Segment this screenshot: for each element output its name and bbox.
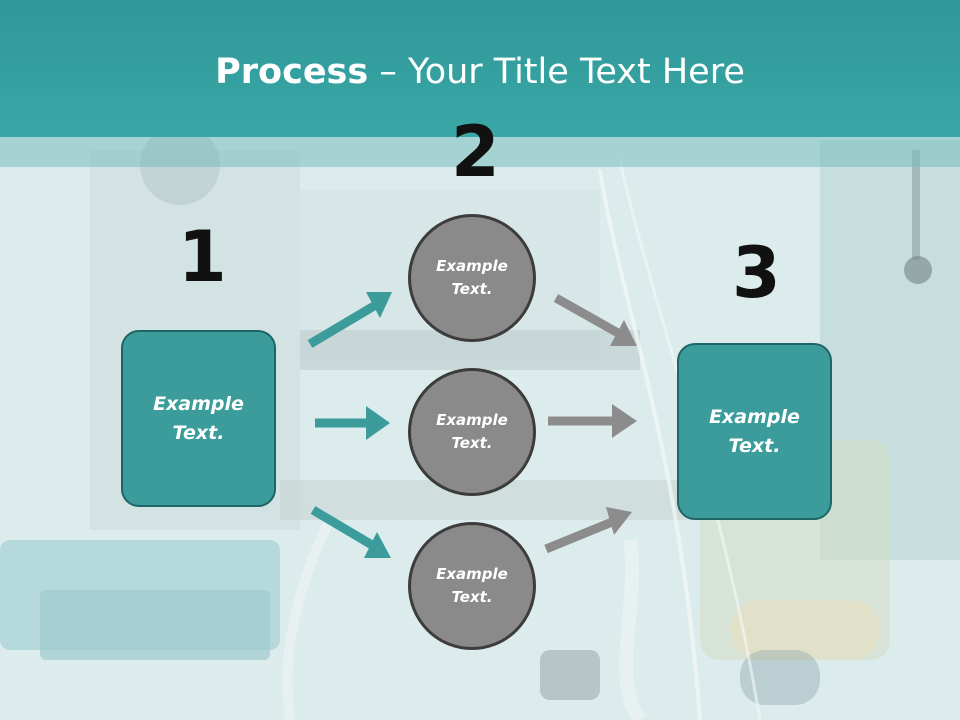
- step-number-3: 3: [732, 232, 781, 314]
- step-box-1: Example Text.: [121, 330, 276, 507]
- process-circle-top: Example Text.: [408, 214, 536, 342]
- step-number-2: 2: [451, 111, 500, 193]
- title-bar-strip: [0, 137, 960, 167]
- process-circle-bottom: Example Text.: [408, 522, 536, 650]
- step-box-3: Example Text.: [677, 343, 832, 520]
- title-bar: [0, 0, 960, 137]
- slide-title: Process – Your Title Text Here: [0, 52, 960, 92]
- step-number-1: 1: [178, 216, 227, 298]
- slide-title-rest: – Your Title Text Here: [368, 52, 745, 92]
- process-circle-middle: Example Text.: [408, 368, 536, 496]
- slide-title-bold: Process: [215, 52, 369, 92]
